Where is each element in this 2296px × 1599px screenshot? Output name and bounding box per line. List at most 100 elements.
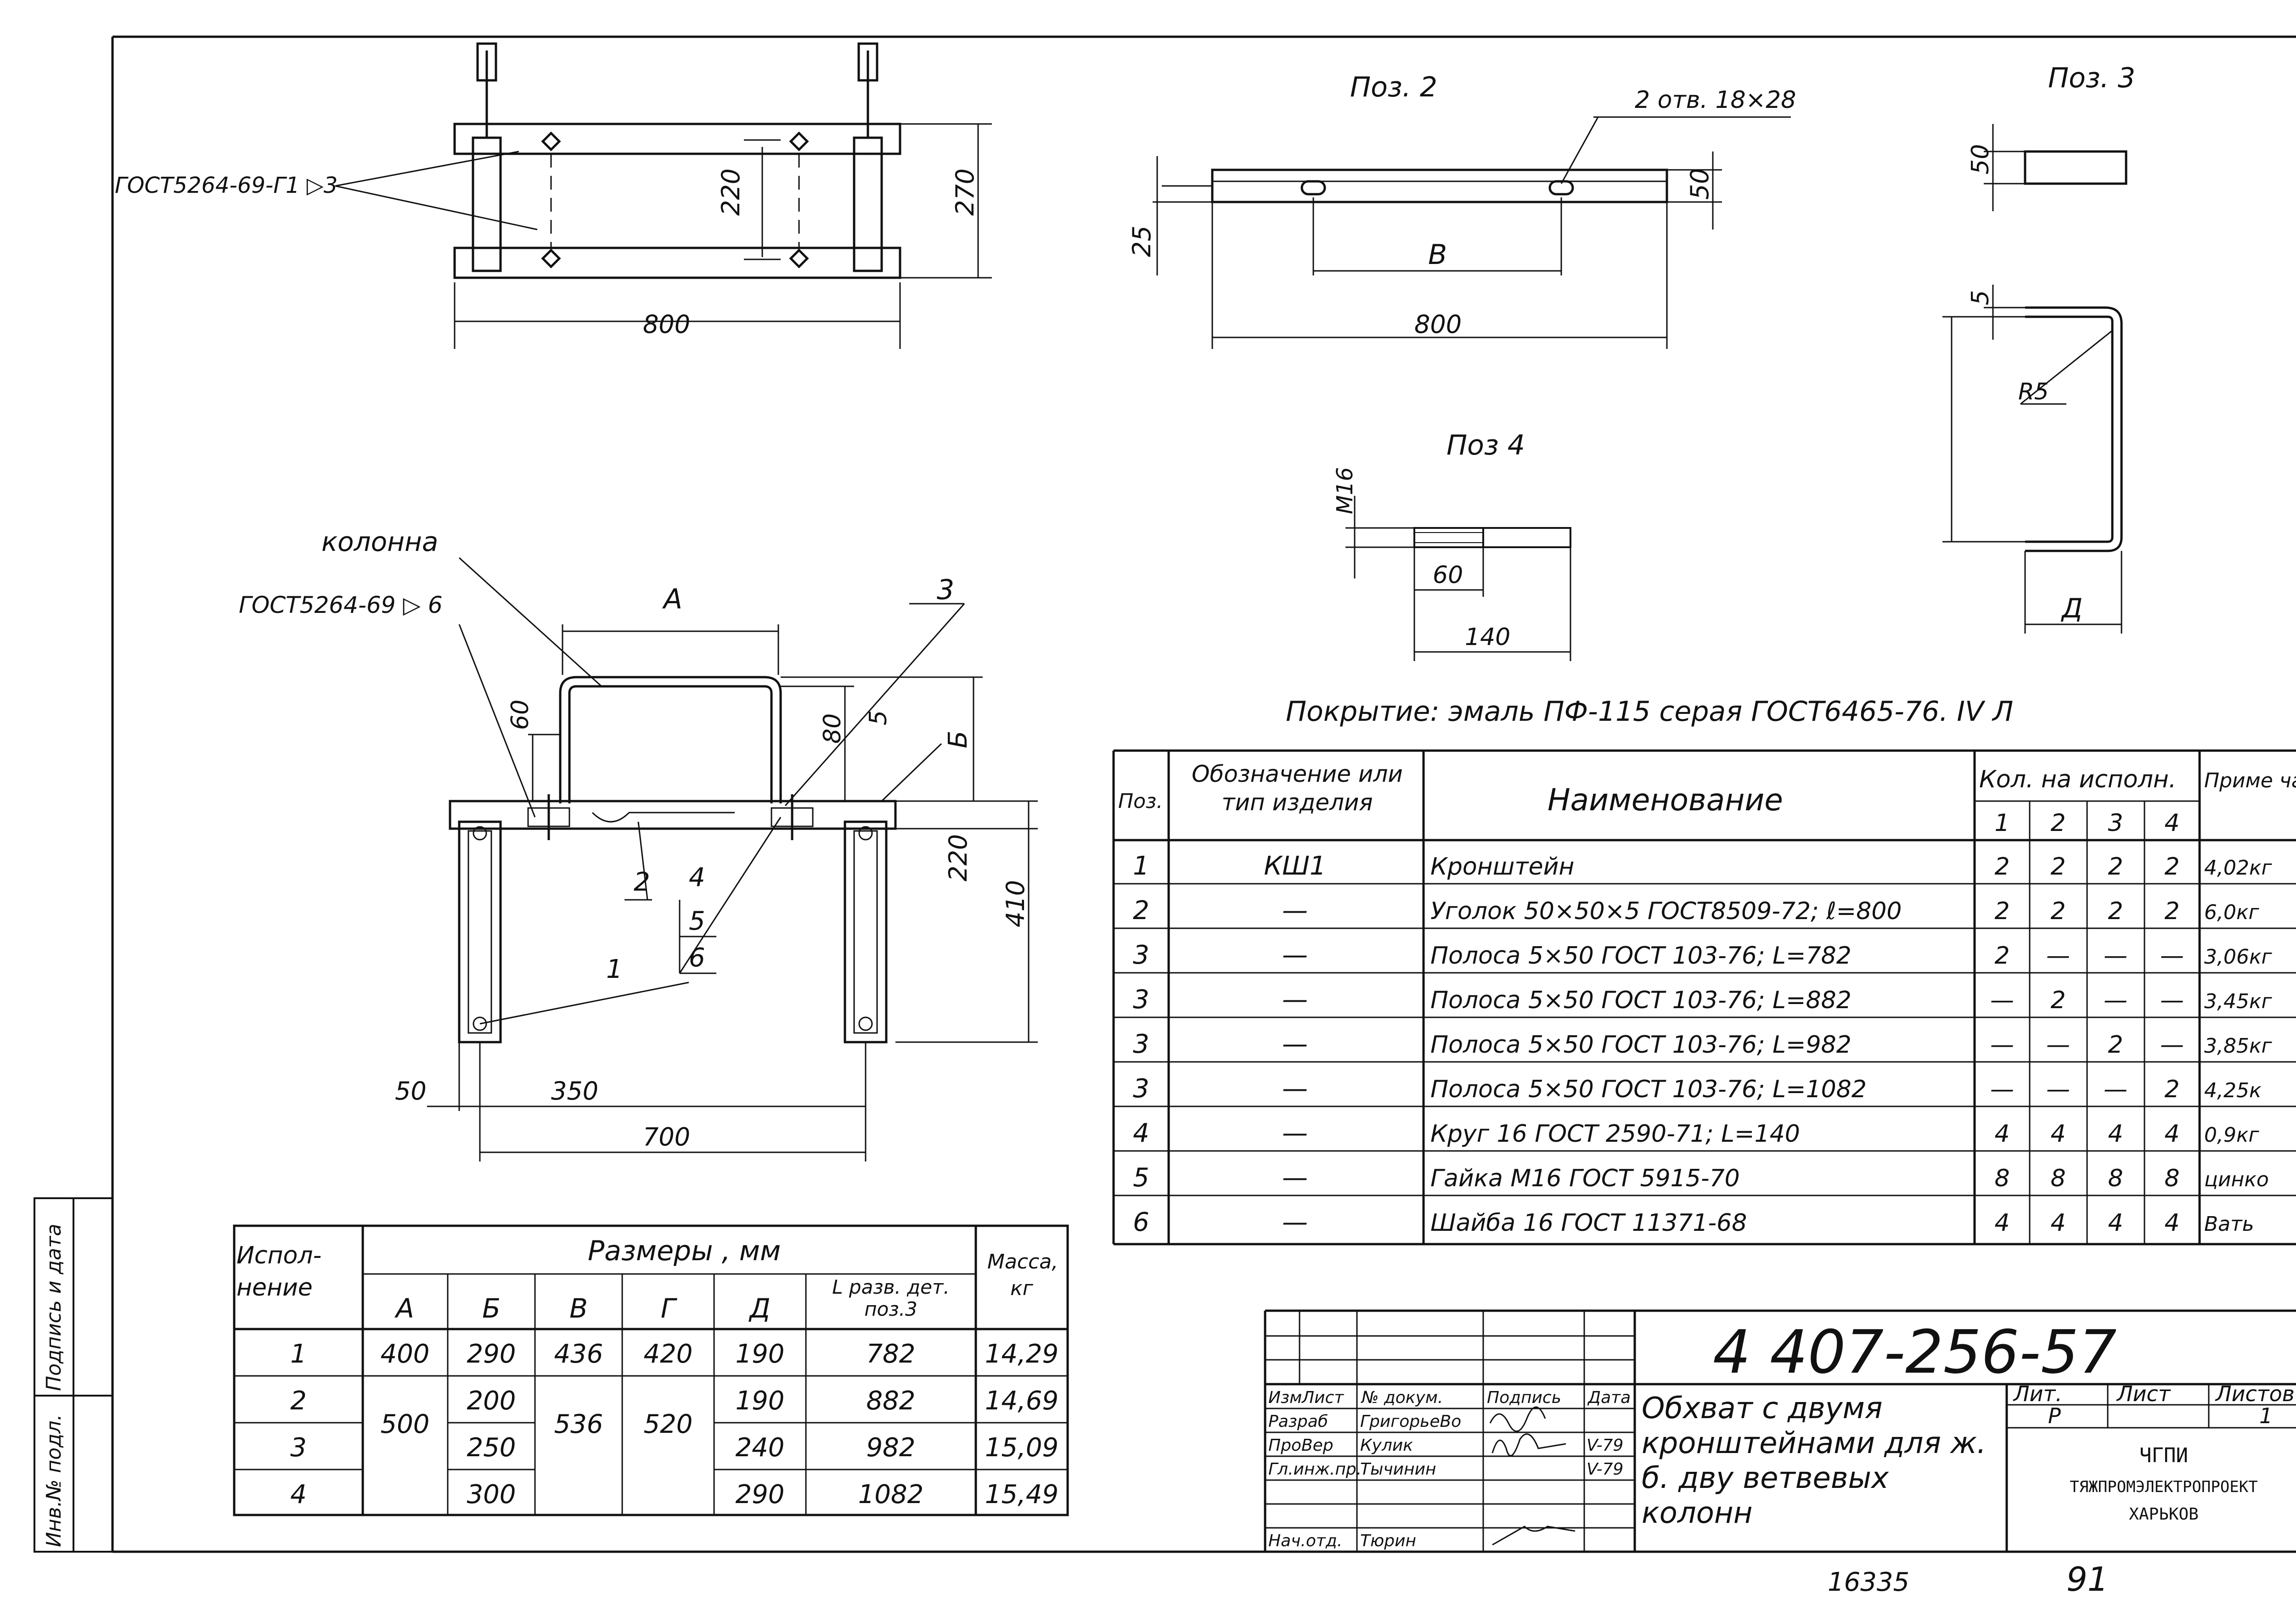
dims-cell-isp: 2 [290,1386,307,1416]
spec-row-qty: 2 [2050,853,2065,881]
pos2-dim-b: В [1428,239,1447,271]
dims-cell-b: 300 [467,1480,516,1509]
top-view-dim-220: 220 [716,168,745,216]
spec-row-pos: 1 [1133,851,1149,881]
section-dim-5: 5 [865,710,892,725]
spec-row-qty: 4 [1994,1120,2009,1148]
section-dim-700: 700 [643,1122,690,1151]
spec-row-desig: — [1282,985,1308,1015]
tb-label-list: Лист [1301,1388,1344,1407]
pos2-dim-800: 800 [1414,310,1462,339]
spec-row-qty: 2 [1994,898,2009,925]
spec-col-2: 2 [2050,809,2065,837]
dims-cell-d: 240 [736,1433,785,1463]
tb-title-fo: Обхват с двумя кронштейнами для ж. б. дв… [1642,1391,1986,1530]
dims-col-a: А [394,1293,414,1324]
dims-cell-isp: 1 [290,1339,307,1369]
dims-header-isp-fo: Испол- нение [236,1242,321,1302]
spec-row-qty: — [2046,1031,2070,1059]
dims-cell-l: 982 [867,1433,916,1463]
dims-cell-b: 200 [467,1386,516,1416]
spec-row-desig: — [1282,896,1308,926]
spec-row-name: Полоса 5×50 ГОСТ 103-76; L=1082 [1430,1076,1867,1103]
footer-page: 91 [2066,1560,2109,1599]
pos4-m16: М16 [1332,467,1358,515]
dims-cell-isp: 4 [290,1480,307,1509]
tb-lists: 1 [2259,1403,2273,1428]
dims-header-mass-fo: Масса, кг [987,1250,1058,1300]
top-view-gost: ГОСТ5264-69-Г1 ▷3 [115,173,338,198]
pos4-view: Поз 4 М16 60 140 [1332,429,1571,661]
spec-row-qty: 2 [1994,942,2009,970]
spec-row-name: Шайба 16 ГОСТ 11371-68 [1430,1209,1747,1237]
spec-row-qty: 4 [2164,1120,2179,1148]
spec-row-qty: 4 [2108,1209,2123,1237]
tb-role-0: Разраб [1268,1412,1328,1431]
section-view: колонна ГОСТ5264-69 ▷ 6 А 3 [239,526,1038,1161]
spec-row-note: 3,85кг [2204,1034,2273,1058]
spec-row-qty: 2 [2050,987,2065,1014]
spec-row-name: Круг 16 ГОСТ 2590-71; L=140 [1430,1120,1800,1148]
tb-label-date: Дата [1587,1388,1631,1407]
top-view-dim-270: 270 [951,168,979,216]
section-dim-80: 80 [819,713,846,744]
section-callout-1: 1 [606,954,623,984]
pos3-dim-d: Д [2060,593,2082,624]
tb-role-1: ПроВер [1268,1436,1334,1455]
top-view: ГОСТ5264-69-Г1 ▷3 220 270 800 [115,42,992,349]
spec-row-note: 6,0кг [2204,901,2260,924]
spec-row-desig: — [1282,1118,1308,1148]
dims-col-d: Д [748,1293,770,1324]
tb-list-label: Лист [2116,1381,2171,1406]
spec-row-name: Полоса 5×50 ГОСТ 103-76; L=782 [1430,942,1851,970]
section-callout-4: 4 [689,863,705,892]
spec-row-qty: — [2046,1076,2070,1103]
tb-role-2: Гл.инж.пр. [1268,1460,1362,1479]
spec-row-pos: 4 [1133,1118,1149,1148]
spec-row-qty: 2 [2050,898,2065,925]
signatures [1489,1406,1576,1546]
tb-lit-label: Лит. [2013,1381,2062,1406]
dims-cell-g: 520 [644,1409,693,1439]
spec-header-name: Наименование [1548,782,1783,818]
dims-cell-b: 290 [467,1339,516,1369]
pos3-r5: R5 [2018,378,2049,405]
spec-row-pos: 3 [1133,985,1149,1015]
spec-row-qty: 4 [2050,1120,2065,1148]
section-dim-a: А [662,583,682,615]
pos4-title: Поз 4 [1446,429,1525,461]
spec-row-qty: 4 [2108,1120,2123,1148]
spec-row-qty: 2 [2108,853,2123,881]
tb-label-sign: Подпись [1487,1388,1561,1407]
spec-row-desig: — [1282,1074,1308,1104]
section-callout-3: 3 [937,574,954,606]
spec-row-qty: — [2160,942,2184,970]
spec-row-qty: — [2160,1031,2184,1059]
pos3-title: Поз. 3 [2048,62,2135,94]
tb-org-1: ЧГПИ [2139,1444,2188,1467]
dims-cell-b: 250 [467,1433,516,1463]
tb-label-doc: № докум. [1361,1388,1443,1407]
spec-row-note: 0,9кг [2204,1123,2260,1147]
spec-row-note: 3,06кг [2204,945,2273,969]
section-callout-5: 5 [689,906,705,936]
spec-row-qty: 2 [2108,1031,2123,1059]
pos2-dim-25: 25 [1127,225,1156,257]
spec-header-desig: Обозначение или тип изделия [1192,761,1403,816]
dims-cell-a: 500 [381,1409,430,1439]
coating-note: Покрытие: эмаль ПФ-115 серая ГОСТ6465-76… [1286,696,2013,728]
dims-cell-v: 436 [554,1339,603,1369]
spec-row-name: Кронштейн [1430,853,1574,881]
spec-row-qty: 2 [1994,853,2009,881]
dims-cell-d: 190 [736,1339,785,1369]
dims-col-l: L разв. дет. поз.3 [832,1276,950,1320]
spec-col-1: 1 [1994,809,2009,837]
spec-row-pos: 6 [1133,1207,1149,1237]
spec-row-qty: 2 [2164,1076,2179,1103]
pos3-view: Поз. 3 50 5 R5 Д [1942,62,2135,634]
spec-row-qty: — [2104,1076,2127,1103]
pos3-dim-5: 5 [1967,290,1994,305]
spec-row-qty: — [1990,1031,2014,1059]
